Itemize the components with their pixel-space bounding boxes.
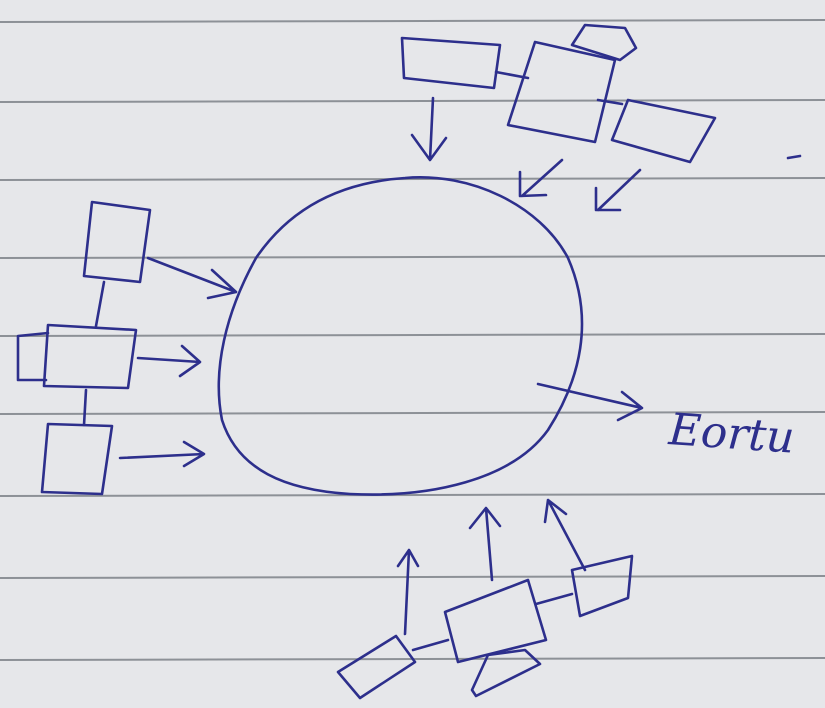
ink-dot [786,154,802,160]
arrow-bottom-1 [396,548,420,636]
earth-label: Eortu [666,404,796,464]
satellite-left [16,200,238,496]
arrow-to-earth [536,382,644,422]
solar-panel-top-right [610,98,717,164]
solar-panel-left-bottom [40,422,114,496]
satellite-top-body [506,40,617,144]
satellite-left-antenna-dish [16,331,50,382]
central-body-circle [217,176,584,496]
satellite-bottom-antenna-dish [470,648,542,698]
arrow-bottom-2 [468,506,502,582]
satellite-left-body [42,323,138,390]
arrow-top-2 [518,158,564,198]
satellite-bottom-body [443,578,548,664]
arrow-bottom-3 [543,498,587,572]
arrow-left-3 [118,440,206,468]
solar-panel-left-top [82,200,152,284]
satellite-bottom [336,498,634,700]
satellite-top-antenna-dish [570,23,638,62]
arrow-top-1 [410,96,448,162]
arrow-top-3 [594,168,642,212]
arrow-left-1 [146,256,238,300]
satellite-top [400,23,717,212]
solar-panel-bottom-left [336,634,417,700]
arrow-left-2 [136,344,202,378]
solar-panel-top-left [400,36,502,90]
solar-panel-bottom-right [570,554,634,618]
